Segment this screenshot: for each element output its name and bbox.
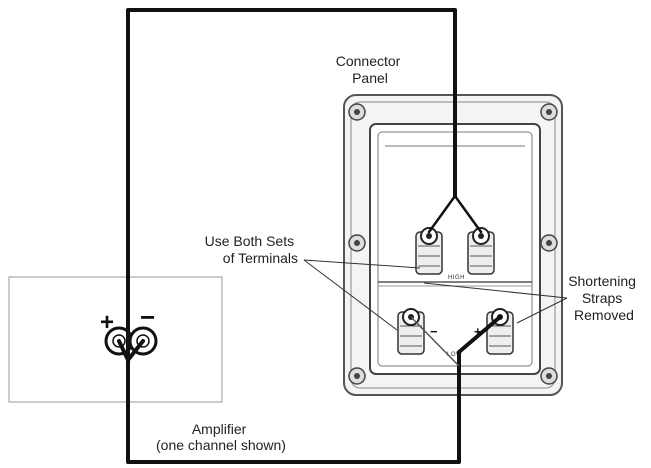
wire-to-high-terminals [117,8,457,362]
use-both-sets-label: Use Both Sets of Terminals [205,233,298,266]
amplifier-plus-symbol: + [100,309,114,336]
wire-to-low-terminal [126,315,502,464]
connector-panel: HIGH − + LOW [343,94,563,396]
high-terminal-right [467,227,495,275]
callout-lines [303,259,568,331]
low-minus-symbol: − [430,324,438,339]
high-label: HIGH [448,275,465,281]
connector-panel-label: Connector Panel [336,53,404,86]
low-label: LOW [447,352,462,358]
high-terminal-left [415,227,443,275]
speaker-wires [117,8,502,464]
shortening-straps-label: Shortening Straps Removed [568,273,640,323]
amplifier-minus-symbol: − [140,302,155,332]
low-plus-symbol: + [474,324,482,339]
amplifier: + − [8,276,223,403]
low-terminal-left [397,308,425,355]
panel-screw-icon [348,103,558,385]
thin-wire-low-minus [410,316,460,367]
amplifier-label: Amplifier (one channel shown) [156,421,286,453]
